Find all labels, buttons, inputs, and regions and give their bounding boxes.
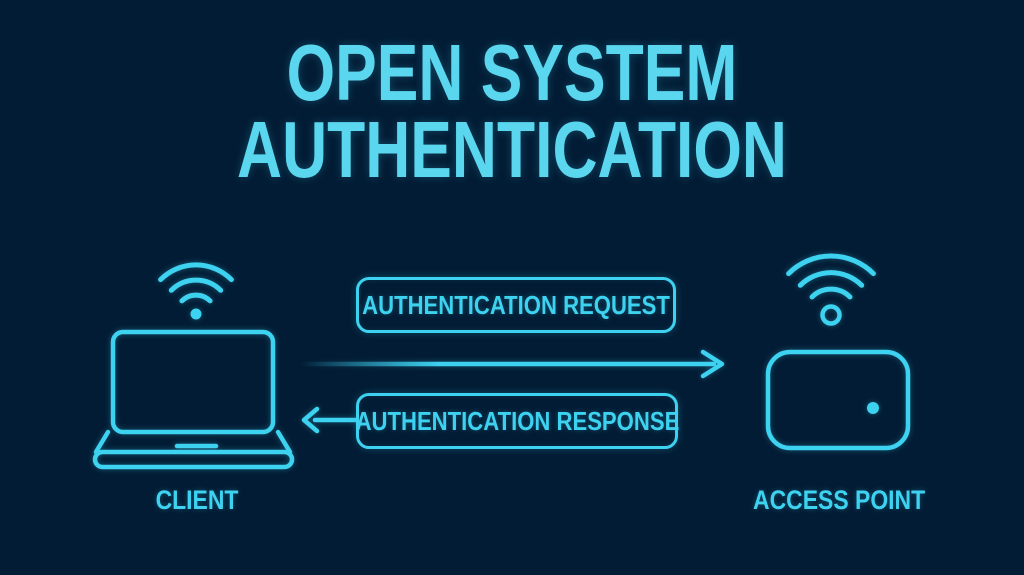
laptop-icon xyxy=(92,329,295,470)
client-label-text: CLIENT xyxy=(155,485,239,515)
page-title: OPEN SYSTEM AUTHENTICATION xyxy=(0,28,1024,194)
authentication-response-label: AUTHENTICATION RESPONSE xyxy=(355,405,679,436)
client-wifi-icon xyxy=(158,262,234,320)
title-line-2: AUTHENTICATION xyxy=(237,105,787,194)
authentication-request-box: AUTHENTICATION REQUEST xyxy=(356,277,676,333)
router-icon xyxy=(765,349,911,451)
title-line-1: OPEN SYSTEM xyxy=(286,28,738,117)
access-point-label: ACCESS POINT xyxy=(738,485,938,516)
authentication-request-label: AUTHENTICATION REQUEST xyxy=(362,289,670,320)
access-point-label-text: ACCESS POINT xyxy=(753,485,926,515)
access-point-wifi-icon xyxy=(786,253,876,326)
response-arrow xyxy=(301,406,359,434)
client-label: CLIENT xyxy=(97,485,297,516)
authentication-response-box: AUTHENTICATION RESPONSE xyxy=(355,393,679,449)
request-arrow xyxy=(300,349,725,379)
